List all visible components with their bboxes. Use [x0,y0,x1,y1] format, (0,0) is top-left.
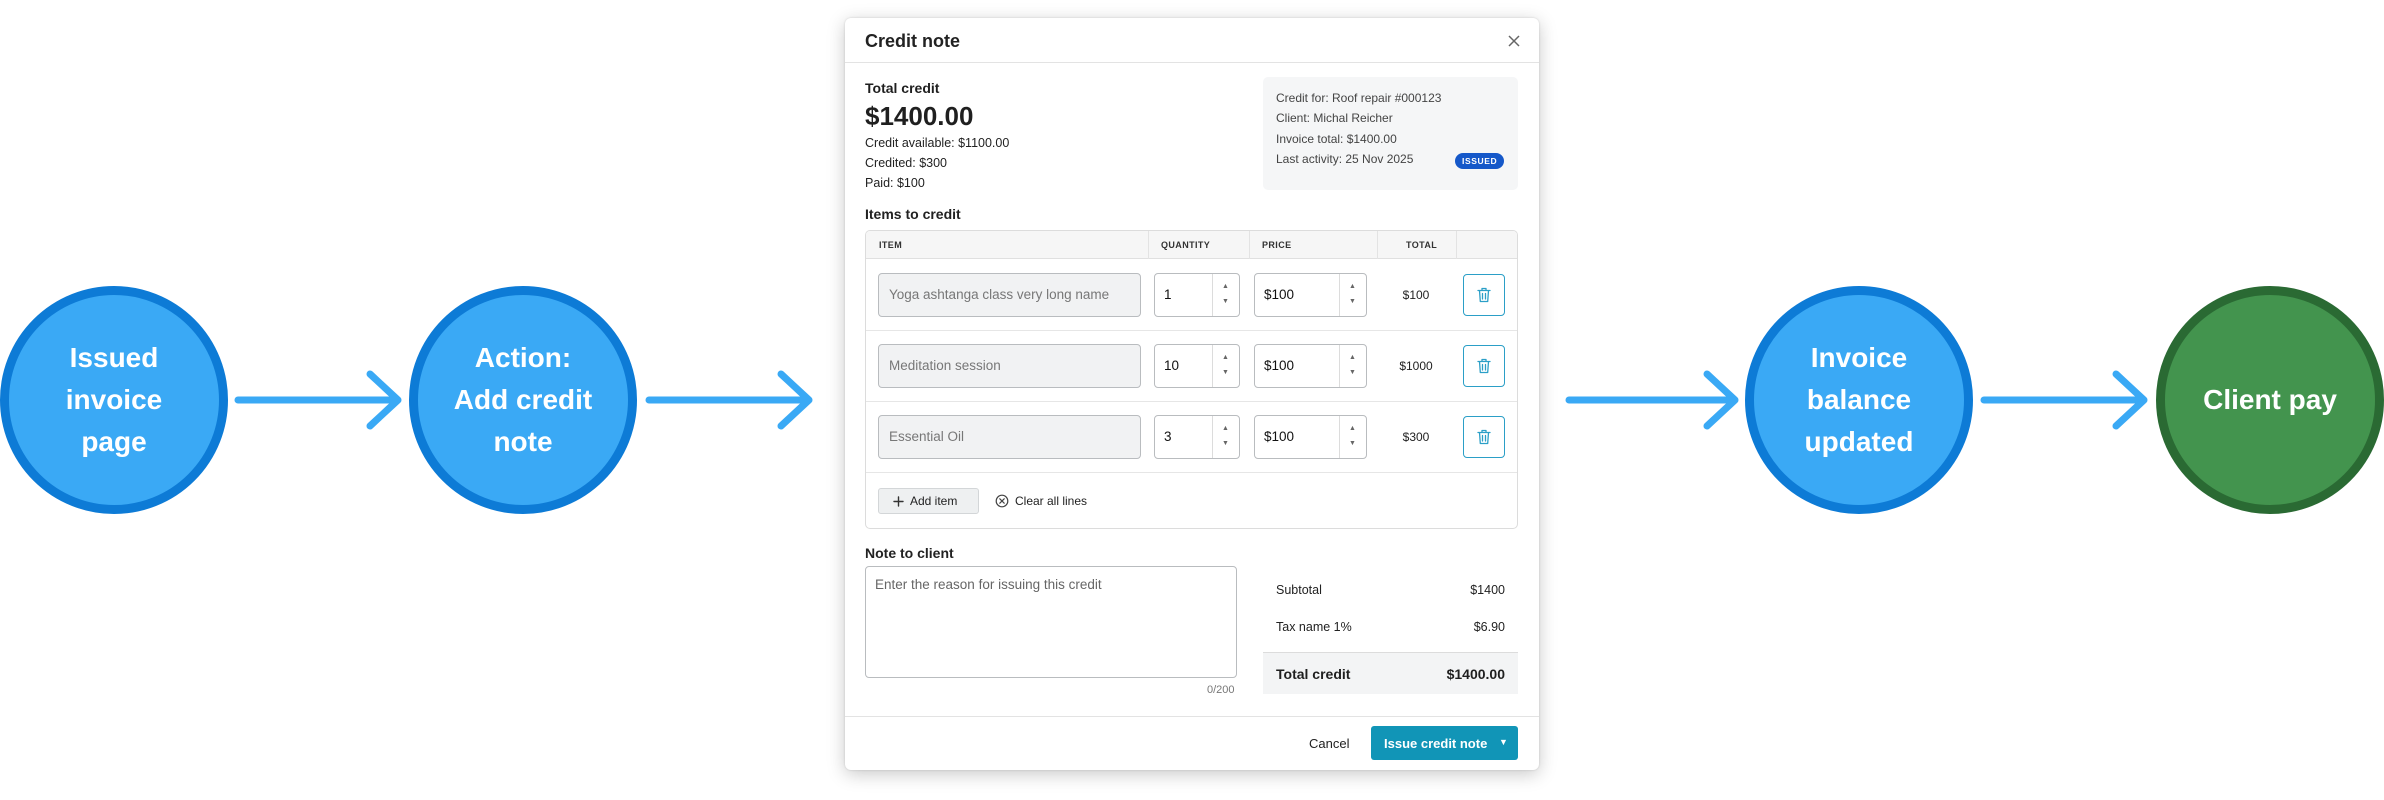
price-stepper[interactable]: $100 ▲ ▼ [1254,344,1367,388]
dialog-title: Credit note [865,31,961,51]
credited-amount: Credited: $300 [865,156,948,170]
decrement-icon[interactable]: ▼ [1222,298,1229,305]
line-total: $300 [1402,430,1430,444]
line-total: $100 [1402,288,1430,302]
summary-total-label: Total credit [1276,666,1351,682]
note-to-client-textarea[interactable]: Enter the reason for issuing this credit [865,566,1237,678]
quantity-value: 3 [1164,429,1172,444]
items-table-header: ITEM QUANTITY PRICE TOTAL [866,231,1517,259]
flow-step-issued-invoice: Issued invoice page [0,286,228,514]
flow-step-label: Issued invoice page [65,342,163,457]
quantity-stepper[interactable]: 1 ▲ ▼ [1154,273,1240,317]
quantity-stepper[interactable]: 10 ▲ ▼ [1154,344,1240,388]
issue-credit-note-label: Issue credit note [1384,736,1488,751]
credit-note-dialog: Credit note Total credit $1400.00 Credit… [845,18,1539,770]
invoice-total: Invoice total: $1400.00 [1276,132,1397,146]
flow-step-label: Action: Add credit note [453,342,593,457]
flow-step-label: Invoice balance updated [1804,342,1914,457]
clear-all-lines-label: Clear all lines [1015,494,1088,508]
line-total: $1000 [1399,359,1433,373]
note-section-title: Note to client [865,545,954,561]
total-credit-amount: $1400.00 [865,101,974,131]
flow-arrow-icon [234,370,402,430]
delete-item-button[interactable] [1463,416,1505,458]
subtotal-label: Subtotal [1276,583,1322,597]
increment-icon[interactable]: ▲ [1222,283,1229,290]
increment-icon[interactable]: ▲ [1349,425,1356,432]
delete-item-button[interactable] [1463,274,1505,316]
credit-available: Credit available: $1100.00 [865,136,1010,150]
flow-step-client-pay: Client pay [2156,286,2384,514]
total-credit-label: Total credit [865,80,940,96]
increment-icon[interactable]: ▲ [1349,283,1356,290]
item-name-field[interactable]: Yoga ashtanga class very long name [878,273,1141,317]
dialog-footer-divider [845,716,1539,717]
issue-credit-note-button[interactable]: Issue credit note ▼ [1371,726,1518,760]
dialog-header: Credit note [845,18,1539,63]
client-name: Client: Michal Reicher [1276,111,1393,125]
price-stepper[interactable]: $100 ▲ ▼ [1254,273,1367,317]
add-item-label: Add item [910,494,958,508]
status-badge: ISSUED [1455,153,1505,169]
decrement-icon[interactable]: ▼ [1349,298,1356,305]
subtotal-value: $1400 [1470,583,1505,597]
column-header-item: ITEM [879,240,903,250]
increment-icon[interactable]: ▲ [1222,425,1229,432]
delete-item-button[interactable] [1463,345,1505,387]
decrement-icon[interactable]: ▼ [1222,369,1229,376]
decrement-icon[interactable]: ▼ [1349,369,1356,376]
price-value: $100 [1264,429,1295,444]
tax-label: Tax name 1% [1276,620,1352,634]
tax-value: $6.90 [1473,620,1505,634]
decrement-icon[interactable]: ▼ [1222,440,1229,447]
item-row: Yoga ashtanga class very long name 1 ▲▼ … [866,260,1517,331]
price-value: $100 [1264,287,1295,302]
trash-icon [1477,358,1491,374]
last-activity: Last activity: 25 Nov 2025 [1276,152,1414,166]
invoice-info-panel: Credit for: Roof repair #000123 Client: … [1263,77,1518,190]
flow-step-label: Client pay [2203,384,2337,415]
increment-icon[interactable]: ▲ [1349,354,1356,361]
flow-arrow-icon [1565,370,1739,430]
credit-for: Credit for: Roof repair #000123 [1276,91,1442,105]
cancel-button[interactable]: Cancel [1309,736,1350,751]
increment-icon[interactable]: ▲ [1222,354,1229,361]
flow-arrow-icon [645,370,813,430]
item-row: Meditation session 10 ▲ ▼ $100 ▲ ▼ $1000 [866,331,1517,402]
column-header-price: PRICE [1262,240,1292,250]
plus-icon [893,495,904,507]
column-header-quantity: QUANTITY [1161,240,1211,250]
trash-icon [1477,429,1491,445]
total-credit-row: Total credit $1400.00 [1263,652,1518,694]
items-section-title: Items to credit [865,206,961,222]
summary-total-value: $1400.00 [1446,666,1505,682]
item-name-field[interactable]: Essential Oil [878,415,1141,459]
flow-arrow-icon [1980,370,2148,430]
price-stepper[interactable]: $100 ▲ ▼ [1254,415,1367,459]
items-table: ITEM QUANTITY PRICE TOTAL Yoga ashtanga … [865,230,1518,529]
quantity-value: 1 [1164,287,1172,302]
flow-step-add-credit-note: Action: Add credit note [409,286,637,514]
chevron-down-icon[interactable]: ▼ [1499,737,1508,747]
flow-step-invoice-balance-updated: Invoice balance updated [1745,286,1973,514]
column-header-total: TOTAL [1406,240,1438,250]
character-count: 0/200 [1207,684,1235,696]
price-value: $100 [1264,358,1295,373]
paid-amount: Paid: $100 [865,176,925,190]
add-item-button[interactable]: Add item [878,488,979,514]
close-icon[interactable] [1503,30,1525,52]
quantity-value: 10 [1164,358,1180,373]
item-row: Essential Oil 3 ▲ ▼ $100 ▲ ▼ $300 [866,402,1517,473]
quantity-stepper[interactable]: 3 ▲ ▼ [1154,415,1240,459]
decrement-icon[interactable]: ▼ [1349,440,1356,447]
item-name-field[interactable]: Meditation session [878,344,1141,388]
clear-all-lines-button[interactable]: Clear all lines [995,488,1087,514]
trash-icon [1477,287,1491,303]
clear-circle-icon [995,494,1009,508]
